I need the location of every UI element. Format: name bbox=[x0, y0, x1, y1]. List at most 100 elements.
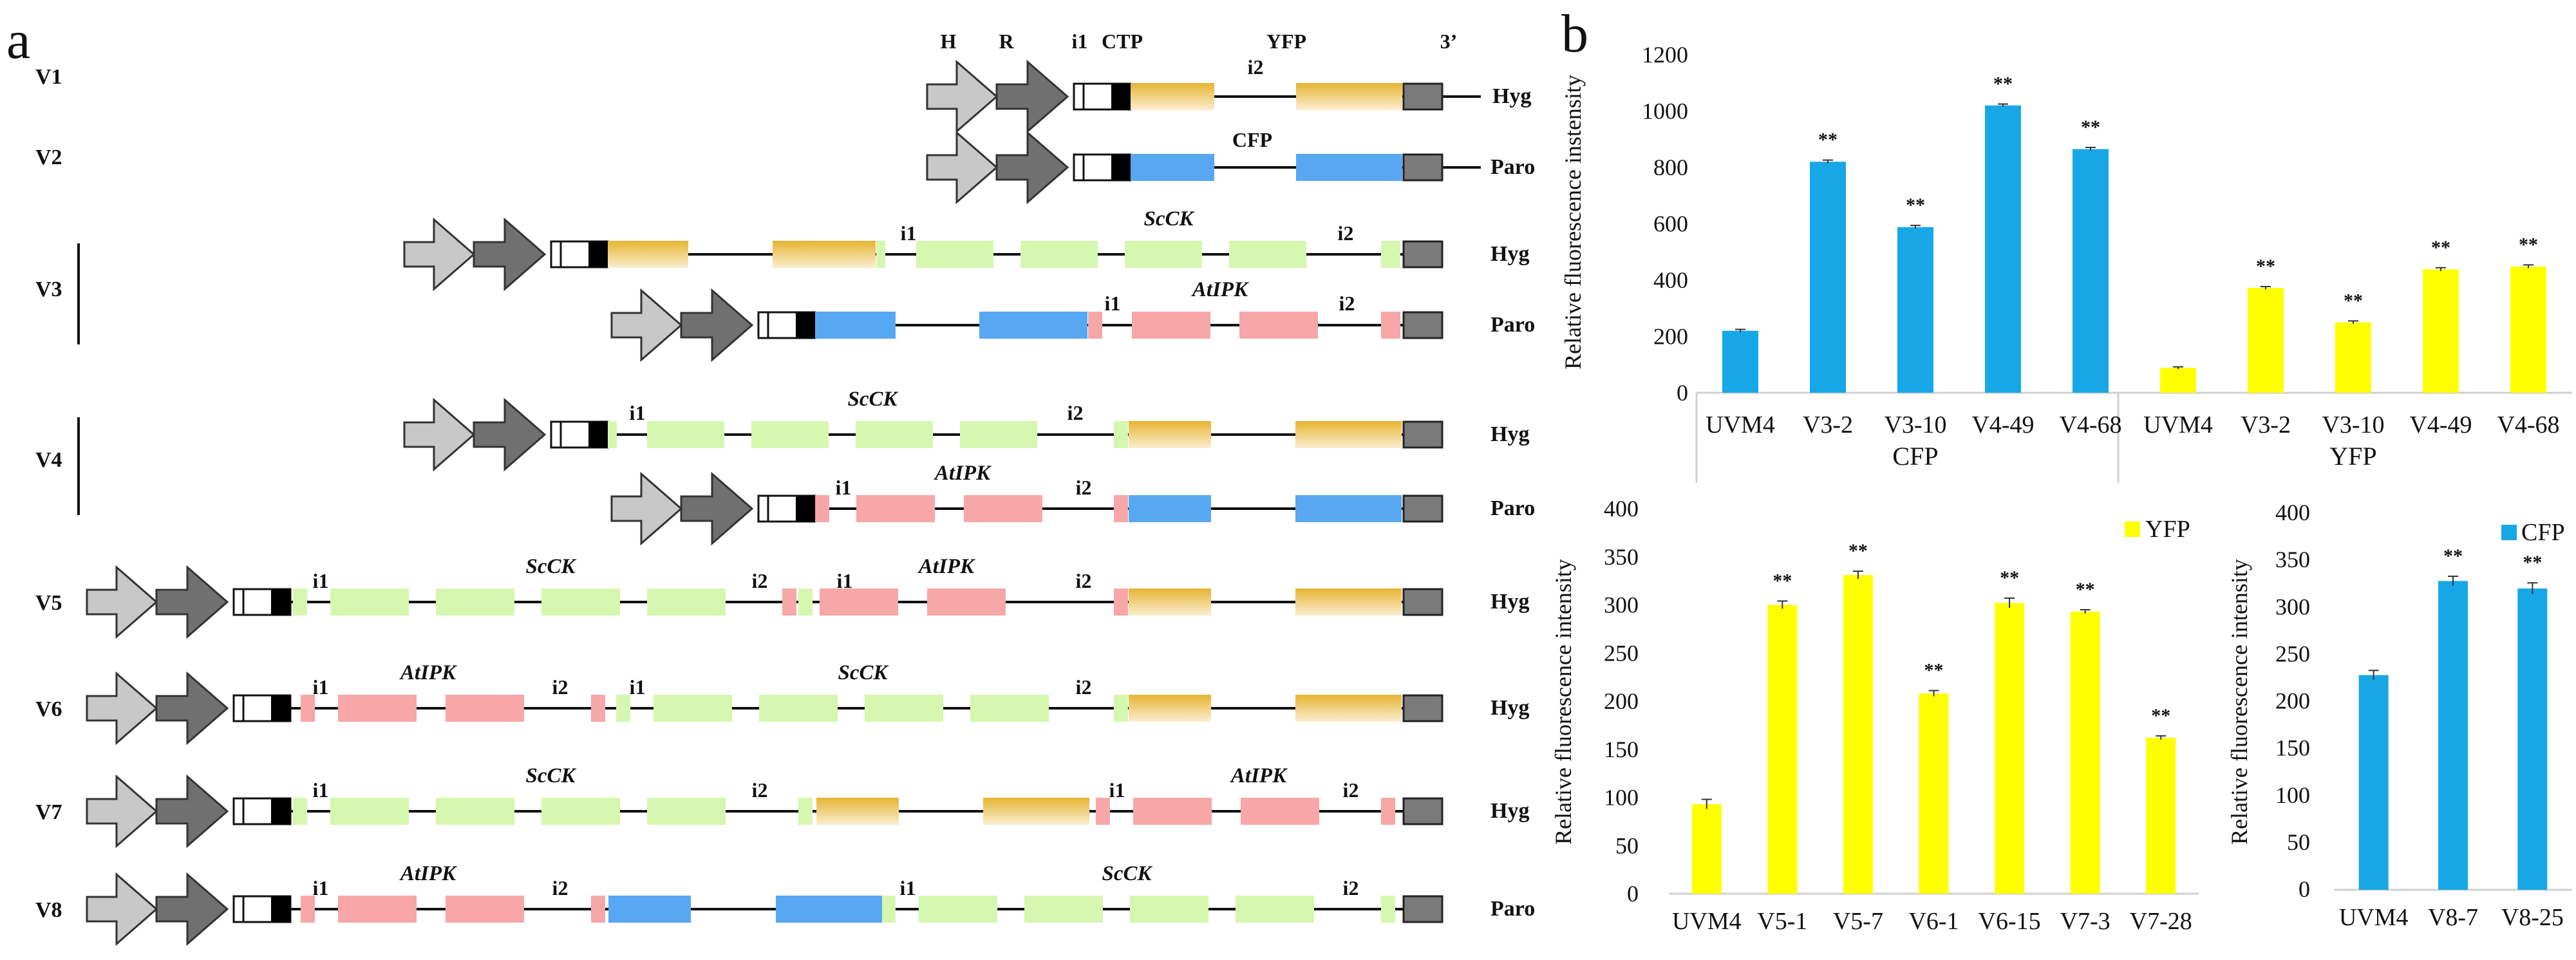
v4b-atipk-exon bbox=[856, 495, 935, 522]
bar bbox=[2423, 269, 2459, 393]
bar bbox=[2335, 322, 2371, 393]
v8-marker: Paro bbox=[1490, 897, 1535, 921]
v6-gene-label: AtIPK bbox=[399, 661, 457, 684]
v7-gene-label: AtIPK bbox=[1230, 764, 1288, 787]
v6-label: V6 bbox=[35, 697, 62, 721]
v3-scck-exon bbox=[916, 241, 993, 268]
header-h-label: H bbox=[941, 30, 957, 53]
bar bbox=[1985, 105, 2021, 393]
v4-scck-exon bbox=[751, 421, 829, 448]
v4b-atipk-label: AtIPK bbox=[934, 462, 992, 485]
v4-yfp-exon bbox=[1295, 421, 1402, 448]
bar bbox=[2248, 288, 2284, 393]
v8-terminator bbox=[1402, 895, 1443, 923]
v3b-terminator bbox=[1402, 311, 1443, 339]
v8-intron-label: i2 bbox=[552, 876, 569, 899]
x-tick-label: UVM4 bbox=[2143, 411, 2213, 438]
v3b-ctp-transit bbox=[796, 312, 815, 338]
v5-linker bbox=[293, 588, 307, 616]
v7-label: V7 bbox=[35, 800, 62, 824]
x-tick-label: V5-1 bbox=[1757, 908, 1807, 935]
v7-terminator bbox=[1402, 797, 1443, 825]
v3-terminator bbox=[1402, 240, 1443, 268]
y-tick-label: 800 bbox=[1653, 155, 1688, 180]
v4b-terminator bbox=[1402, 494, 1443, 523]
v6-linker bbox=[301, 695, 315, 722]
v8-linker bbox=[881, 896, 896, 923]
significance-label: ** bbox=[2081, 117, 2100, 138]
v8-gene-label: AtIPK bbox=[399, 862, 457, 885]
v2-marker: Paro bbox=[1490, 155, 1535, 179]
v3-scck-exon bbox=[1125, 241, 1202, 268]
bl-chart-ylabel: Relative fluorescence intensity bbox=[1550, 559, 1576, 845]
significance-label: ** bbox=[2000, 567, 2019, 588]
significance-label: ** bbox=[1924, 660, 1944, 681]
v8-scck-exon bbox=[919, 896, 997, 923]
bar bbox=[2070, 611, 2100, 894]
header-3prime-label: 3’ bbox=[1440, 30, 1458, 53]
v5-intron-label: i2 bbox=[1076, 569, 1092, 592]
v2-cfp-exon bbox=[1131, 154, 1214, 181]
v5-intron-label: i1 bbox=[837, 569, 853, 592]
significance-label: ** bbox=[2256, 256, 2275, 277]
v2-ctp-transit bbox=[1111, 155, 1131, 180]
header-i1-label: i1 bbox=[1072, 30, 1088, 53]
significance-label: ** bbox=[1848, 540, 1868, 561]
v4-scck-exon bbox=[647, 421, 724, 448]
v5-hsp-promoter bbox=[86, 565, 158, 639]
v7-gene-label: ScCK bbox=[525, 764, 576, 787]
x-tick-label: V3-10 bbox=[2322, 411, 2384, 438]
y-tick-label: 150 bbox=[2275, 735, 2310, 761]
y-tick-label: 400 bbox=[1604, 496, 1639, 522]
v8-scck-exon bbox=[1236, 896, 1314, 923]
significance-label: ** bbox=[1993, 73, 2013, 95]
y-tick-label: 1200 bbox=[1642, 42, 1688, 68]
v5-tail bbox=[1114, 588, 1128, 616]
yfp-bar-chart: Relative fluorescence intensity050100150… bbox=[1550, 496, 2199, 935]
bar bbox=[1843, 575, 1873, 894]
x-tick-label: V3-2 bbox=[1803, 411, 1853, 438]
v2-label: V2 bbox=[35, 146, 62, 169]
y-tick-label: 350 bbox=[1604, 544, 1639, 570]
v7-yfp-exon bbox=[816, 798, 899, 825]
v7-scck-exon bbox=[647, 798, 726, 825]
y-tick-label: 0 bbox=[1677, 380, 1688, 406]
v6-scck-exon bbox=[653, 695, 732, 722]
v7-linker bbox=[1096, 798, 1110, 825]
v4b-ctp-transit bbox=[796, 496, 815, 522]
v6-intron-label: i1 bbox=[630, 675, 646, 699]
v6-scck-exon bbox=[865, 695, 943, 722]
v5-yfp-exon bbox=[1295, 588, 1402, 616]
v4b-rbcs-promoter bbox=[680, 471, 754, 546]
v6-linker bbox=[616, 695, 630, 722]
v5-atipk-exon bbox=[927, 588, 1006, 616]
header-r-label: R bbox=[999, 30, 1014, 53]
v2-terminator bbox=[1402, 153, 1443, 182]
v6-atipk-exon bbox=[338, 695, 417, 722]
bar bbox=[2438, 581, 2468, 890]
v4-marker-1: Hyg bbox=[1490, 422, 1529, 446]
y-tick-label: 50 bbox=[1615, 833, 1639, 858]
significance-label: ** bbox=[2344, 290, 2363, 311]
v5-gene-label: ScCK bbox=[525, 555, 576, 578]
significance-label: ** bbox=[2443, 545, 2463, 567]
v3b-cfp-exon bbox=[979, 312, 1087, 339]
v3-sc-tail bbox=[1381, 241, 1400, 268]
v6-yfp-exon bbox=[1129, 695, 1211, 722]
v2-hsp-promoter bbox=[926, 130, 999, 205]
v7-rbcs-promoter bbox=[155, 774, 229, 849]
v8-intron-label: i1 bbox=[313, 876, 329, 899]
v4-yfp-exon bbox=[1129, 421, 1211, 448]
v5-rbcs-promoter bbox=[155, 565, 229, 639]
v7-hsp-promoter bbox=[86, 774, 158, 849]
x-tick-label: V7-28 bbox=[2130, 908, 2192, 935]
v7-linker bbox=[293, 798, 307, 825]
x-tick-label: V4-68 bbox=[2497, 411, 2559, 438]
br-chart-ylabel: Relative fluorescence intensity bbox=[2226, 559, 2252, 845]
v6-hsp-promoter bbox=[86, 671, 158, 746]
y-tick-label: 200 bbox=[1604, 688, 1639, 714]
v5-scck-exon bbox=[541, 588, 620, 616]
v3-scck-label: ScCK bbox=[1143, 207, 1194, 231]
